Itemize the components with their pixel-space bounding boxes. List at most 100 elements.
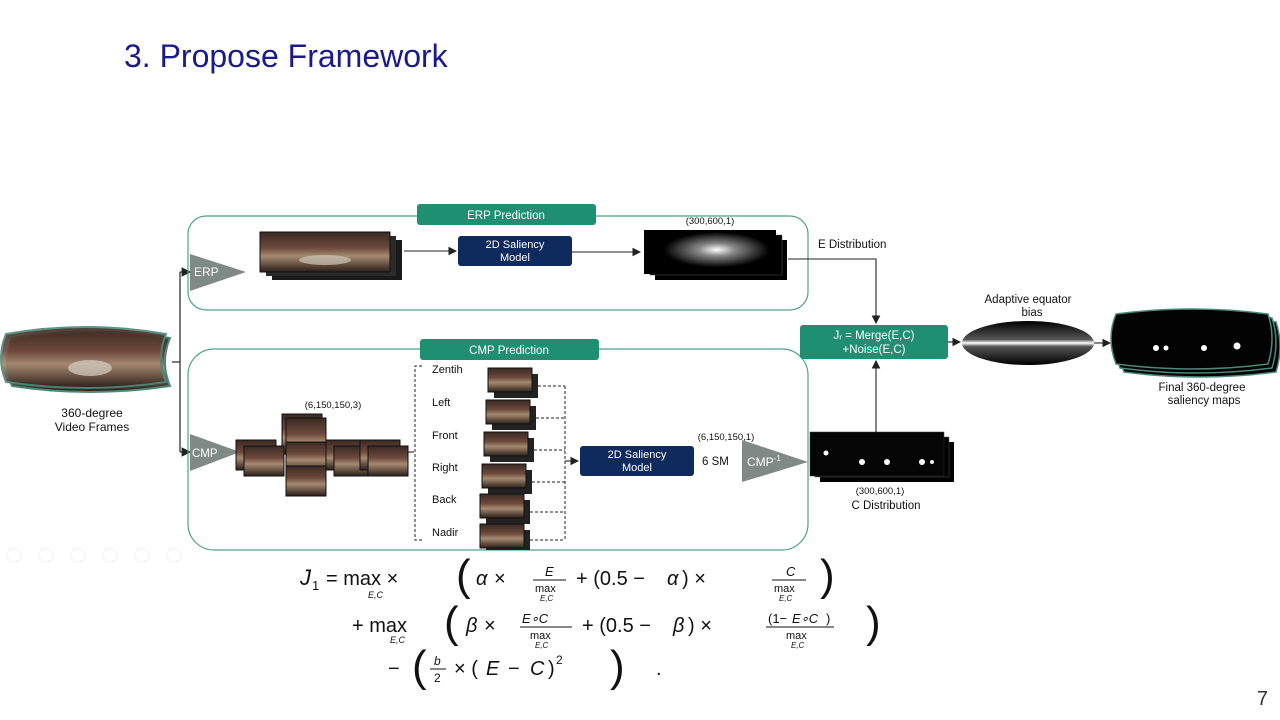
svg-text:−: − (388, 658, 400, 680)
final-saliency-maps (1110, 308, 1280, 378)
face-label-nadir: Nadir (432, 527, 459, 539)
slide-title: 3. Propose Framework (124, 38, 448, 74)
e-distribution-label: E Distribution (818, 239, 886, 251)
svg-text:E: E (486, 658, 500, 680)
face-thumbnails (479, 367, 538, 550)
svg-text:): ) (826, 611, 830, 626)
input-label-line2: Video Frames (55, 420, 129, 434)
cmp-saliency-model-line2: Model (622, 462, 652, 474)
merge-line2: +Noise(E,C) (843, 344, 906, 356)
svg-text:β: β (672, 615, 684, 637)
svg-text:1: 1 (312, 578, 319, 593)
svg-text:max: max (786, 630, 807, 642)
six-sm-label: 6 SM (702, 456, 729, 468)
merge-line1: Jᵣ = Merge(E,C) (833, 330, 914, 342)
svg-text:E,C: E,C (791, 641, 805, 650)
svg-text:): ) (548, 658, 555, 680)
svg-text:): ) (866, 598, 881, 647)
svg-text:max: max (535, 583, 556, 595)
input-label-line1: 360-degree (61, 406, 123, 420)
c-distribution-maps (809, 431, 954, 482)
face-label-right: Right (432, 462, 458, 474)
erp-projection-triangle (190, 254, 246, 291)
svg-text:C: C (786, 564, 796, 579)
e-distribution-maps (644, 230, 787, 280)
face-labels: Zentih Left Front Right Back Nadir (432, 364, 463, 539)
cmp-panel-title: CMP Prediction (469, 345, 549, 357)
svg-text:(: ( (444, 598, 459, 647)
svg-text:E,C: E,C (368, 590, 384, 600)
face-label-back: Back (432, 494, 457, 506)
svg-text:E,C: E,C (779, 594, 793, 603)
cmp-projection-triangle (190, 434, 240, 471)
merge-box (800, 325, 948, 359)
svg-text:): ) (610, 642, 625, 691)
cmp-inverse-triangle (742, 440, 808, 482)
bias-label-line1: Adaptive equator (985, 294, 1072, 306)
erp-frames-stack (259, 231, 402, 280)
svg-text:(: ( (412, 642, 427, 691)
face-label-zentih: Zentih (432, 364, 463, 376)
svg-text:E,C: E,C (540, 594, 554, 603)
erp-triangle-label: ERP (194, 265, 219, 279)
erp-panel-title: ERP Prediction (467, 210, 545, 222)
svg-text:= max ×: = max × (326, 568, 398, 590)
svg-text:× (: × ( (454, 658, 478, 680)
cmp-inverse-superscript: -1 (774, 454, 782, 463)
cubemap-faces-stack (235, 413, 409, 497)
svg-text:E∘C: E∘C (792, 611, 819, 626)
svg-text:×: × (484, 615, 496, 637)
svg-text:+ (0.5 −: + (0.5 − (576, 568, 645, 590)
cmp-inverse-label: CMP-1 (747, 454, 781, 469)
svg-text:(: ( (456, 551, 471, 600)
c-distribution-label: C Distribution (851, 500, 920, 512)
svg-text:α: α (476, 568, 488, 590)
svg-text:E,C: E,C (390, 635, 406, 645)
cmp-saliency-model-line1: 2D Saliency (608, 449, 667, 461)
erp-output-shape: (300,600,1) (686, 216, 735, 227)
svg-text:×: × (494, 568, 506, 590)
svg-text:(1−: (1− (768, 611, 787, 626)
face-label-front: Front (432, 430, 458, 442)
erp-panel-header (417, 204, 596, 225)
cmp-input-shape: (6,150,150,3) (305, 400, 362, 411)
input-video-frames (0, 326, 172, 393)
svg-text:max: max (774, 583, 795, 595)
face-label-left: Left (432, 397, 450, 409)
page-number: 7 (1256, 688, 1268, 710)
cmp-triangle-label: CMP (192, 448, 218, 460)
svg-text:E,C: E,C (535, 641, 549, 650)
svg-text:.: . (656, 658, 662, 680)
svg-text:2: 2 (556, 653, 563, 667)
erp-saliency-model-box (458, 236, 572, 266)
final-label-line2: saliency maps (1168, 395, 1241, 407)
equator-bias-map (962, 321, 1094, 365)
svg-text:b: b (434, 654, 441, 668)
cmp-output-shape: (6,150,150,1) (698, 432, 755, 443)
svg-text:+ (0.5 −: + (0.5 − (582, 615, 651, 637)
cmp-inverse-text: CMP (747, 455, 774, 469)
svg-text:) ×: ) × (682, 568, 706, 590)
svg-text:): ) (820, 551, 835, 600)
faint-toolbar-watermark (6, 547, 182, 563)
svg-text:−: − (508, 658, 520, 680)
svg-text:α: α (667, 568, 679, 590)
erp-saliency-model-line2: Model (500, 252, 530, 264)
svg-text:+ max: + max (352, 615, 407, 637)
svg-text:E∘C: E∘C (522, 611, 549, 626)
bias-label-line2: bias (1021, 307, 1042, 319)
svg-text:E: E (545, 564, 554, 579)
erp-saliency-model-line1: 2D Saliency (486, 239, 545, 251)
cmp-panel-header (420, 339, 599, 360)
svg-text:2: 2 (434, 671, 441, 685)
svg-text:C: C (530, 658, 545, 680)
svg-text:max: max (530, 630, 551, 642)
final-label-line1: Final 360-degree (1159, 382, 1246, 394)
c-output-shape: (300,600,1) (856, 486, 905, 497)
svg-text:β: β (465, 615, 477, 637)
svg-text:) ×: ) × (688, 615, 712, 637)
cmp-saliency-model-box (580, 446, 694, 476)
svg-text:J: J (299, 565, 312, 590)
